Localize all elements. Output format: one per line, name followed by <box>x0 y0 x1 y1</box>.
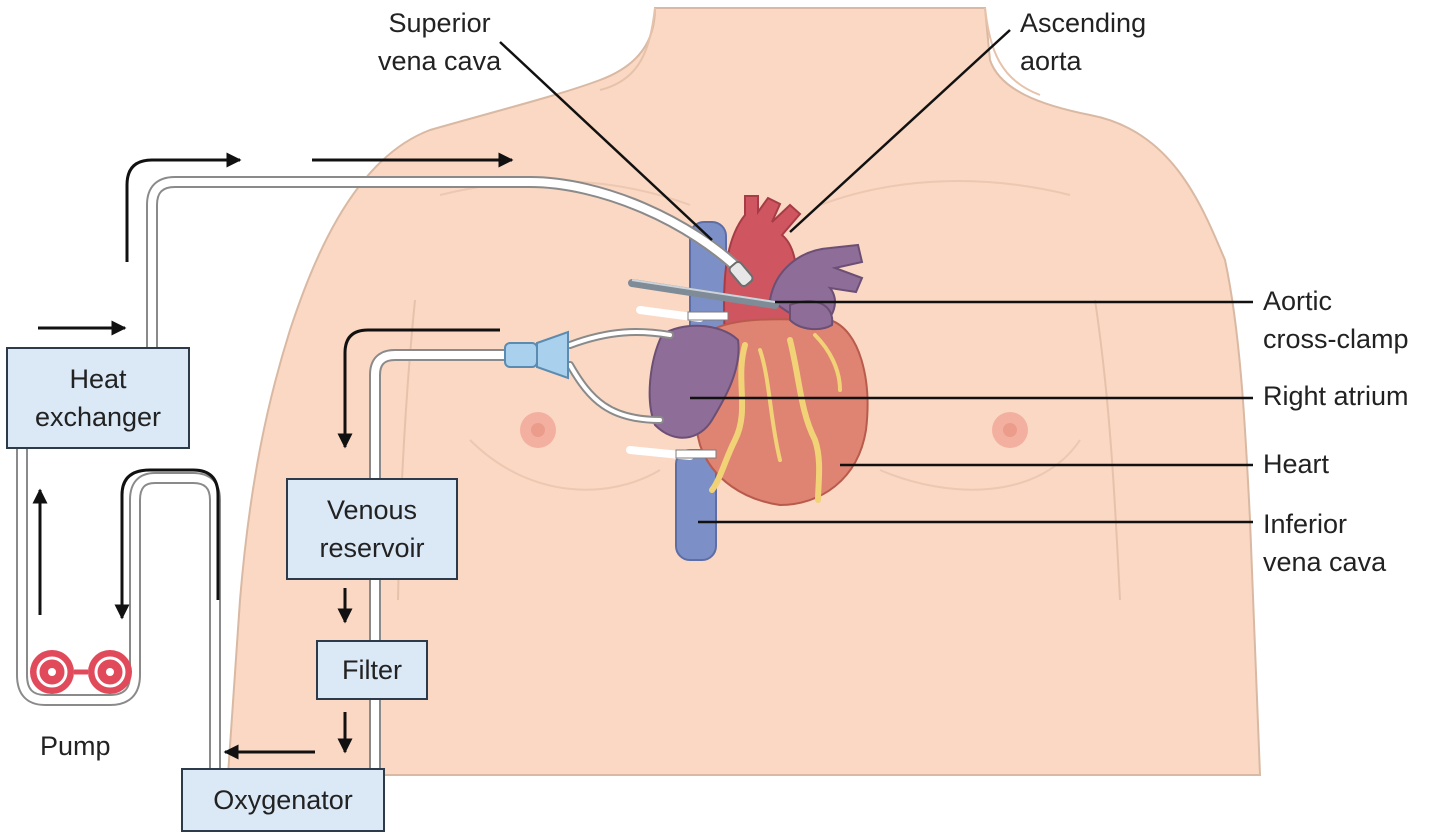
chest-contour-right <box>879 439 1081 491</box>
chest-contour-left <box>469 439 661 491</box>
flow-arrow-loop-down <box>114 468 220 620</box>
oxygenator-label: Oxygenator <box>213 785 353 815</box>
venous-reservoir-label-line2: reservoir <box>319 533 425 563</box>
inferior-vena-cava-label-line1: Inferior <box>1263 509 1348 539</box>
arterial-cannula-tip <box>728 260 754 288</box>
oxygenator-box: Oxygenator <box>181 768 385 832</box>
aortic-cross-clamp-label-line2: cross-clamp <box>1263 324 1409 354</box>
venous-line-inner <box>371 351 514 779</box>
pump-roller-right-hub <box>106 668 114 676</box>
pump-label: Pump <box>40 731 111 761</box>
superior-vena-cava-label: Superior vena cava <box>378 4 501 80</box>
aortic-cross-clamp-shape <box>628 279 779 309</box>
superior-vena-cava-label-line1: Superior <box>388 8 491 38</box>
inferior-vena-cava-label-line2: vena cava <box>1263 547 1387 577</box>
right-atrium <box>648 324 740 439</box>
collarbone-right <box>819 180 1071 206</box>
venous-cannula-connector <box>504 330 569 380</box>
heart-illustration <box>626 195 869 561</box>
pump-roller-right-ring <box>94 656 126 688</box>
svc-tie <box>687 311 729 321</box>
pump-loop <box>16 444 221 776</box>
filter-label: Filter <box>342 655 402 685</box>
pump-roller-left-hub <box>48 668 56 676</box>
ivc-tie <box>675 449 717 459</box>
neck-line-left <box>599 7 656 91</box>
coronary-vessel-1 <box>709 342 748 493</box>
heat-exchanger-label-line2: exchanger <box>34 402 162 432</box>
venous-branch-upper-inner <box>568 330 672 347</box>
pump-rollers <box>30 650 132 694</box>
circuit-tubing <box>16 176 751 781</box>
heat-exchanger-label-line1: Heat <box>69 364 127 394</box>
flow-arrows <box>32 152 514 760</box>
ascending-aorta-label-line2: aorta <box>1020 46 1082 76</box>
venous-reservoir-box: Venous reservoir <box>286 478 458 580</box>
aortic-cross-clamp-label: Aortic cross-clamp <box>1263 282 1409 358</box>
coronary-vessel-2 <box>787 337 823 503</box>
arm-line-right <box>1094 299 1121 601</box>
nipple-left-center <box>531 423 545 437</box>
ascending-aorta-label-line1: Ascending <box>1020 8 1147 38</box>
leader-lines <box>499 29 1253 524</box>
right-atrium-label: Right atrium <box>1263 381 1409 411</box>
superior-vena-cava-label-line2: vena cava <box>378 46 502 76</box>
left-atrial-appendage <box>789 300 834 331</box>
flow-arrow-venous-down <box>337 328 500 449</box>
flow-arrow-arterial-up <box>125 152 242 262</box>
filter-box: Filter <box>316 640 428 700</box>
ascending-aorta-label: Ascending aorta <box>1020 4 1146 80</box>
venous-reservoir-label-line1: Venous <box>326 495 418 525</box>
nipple-right-center <box>1003 423 1017 437</box>
aortic-cross-clamp-highlight <box>631 279 776 303</box>
neck-line-right <box>984 7 1041 96</box>
heat-exchanger-box: Heat exchanger <box>6 347 190 449</box>
coronary-vessel-4 <box>813 333 842 392</box>
leader-ascending-aorta <box>789 29 1011 233</box>
pump-roller-left-ring <box>36 656 68 688</box>
arterial-line-inner <box>148 178 749 352</box>
coronary-vessel-3 <box>758 348 782 462</box>
heart-label: Heart <box>1263 449 1330 479</box>
inferior-vena-cava-label: Inferior vena cava <box>1263 505 1386 581</box>
aortic-cross-clamp-label-line1: Aortic <box>1263 286 1333 316</box>
pump-loop-inner <box>18 446 219 774</box>
leader-superior-vena-cava <box>499 41 713 241</box>
venous-branch-lower-inner <box>568 363 662 422</box>
